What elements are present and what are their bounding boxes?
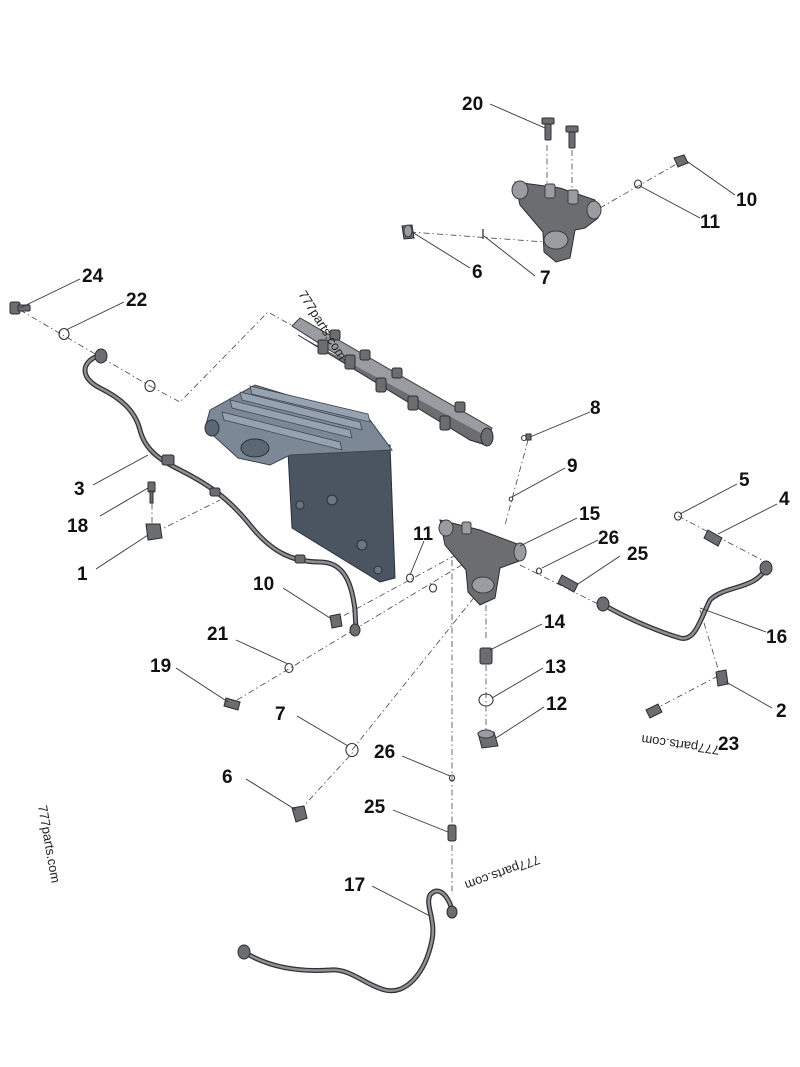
callout-26: 26 (374, 742, 395, 763)
tube-3 (82, 348, 361, 637)
callout-17: 17 (344, 875, 365, 896)
callout-6: 6 (472, 262, 483, 283)
tube-17 (237, 888, 458, 994)
callout-25: 25 (364, 797, 386, 818)
small-parts (9, 301, 729, 842)
fuel-rail (291, 317, 494, 447)
callout-10: 10 (253, 574, 274, 595)
assembly-lines (19, 145, 763, 895)
callout-4: 4 (779, 489, 790, 510)
callout-24: 24 (82, 266, 104, 287)
callout-9: 9 (567, 456, 578, 477)
callout-8: 8 (590, 398, 601, 419)
callout-14: 14 (544, 612, 566, 633)
callout-13: 13 (545, 657, 566, 678)
callout-11: 11 (700, 212, 721, 233)
cast-ribs (221, 385, 371, 451)
rail-ports (317, 329, 466, 431)
callout-25: 25 (627, 544, 649, 565)
watermark-23: 777parts.com (640, 732, 720, 758)
leader-lines (19, 103, 778, 917)
callout-15: 15 (579, 504, 601, 525)
callout-1: 1 (77, 564, 88, 585)
central-valve-block (438, 434, 528, 606)
callout-16: 16 (766, 627, 787, 648)
callout-5: 5 (739, 470, 750, 491)
callout-22: 22 (126, 290, 147, 311)
callout-7: 7 (540, 268, 551, 289)
callout-11: 11 (413, 524, 434, 545)
callout-numbers: 20 10 11 6 7 24 22 8 9 3 18 1 5 4 15 11 … (67, 94, 790, 896)
tube-16 (596, 560, 773, 641)
callout-23: 23 (718, 734, 739, 755)
callout-3: 3 (74, 479, 85, 500)
watermark-17: 777parts.com (463, 852, 542, 893)
callout-12: 12 (546, 694, 567, 715)
callout-19: 19 (150, 656, 171, 677)
callout-7: 7 (275, 704, 286, 725)
upper-valve-block (401, 117, 689, 263)
cast-body (204, 384, 396, 583)
callout-21: 21 (207, 624, 229, 645)
callout-6: 6 (222, 767, 233, 788)
callout-10: 10 (736, 190, 757, 211)
callout-2: 2 (776, 701, 787, 722)
callout-20: 20 (462, 94, 483, 115)
callout-26: 26 (598, 528, 619, 549)
watermark-left: 777parts.com (35, 804, 63, 884)
callout-18: 18 (67, 516, 88, 537)
